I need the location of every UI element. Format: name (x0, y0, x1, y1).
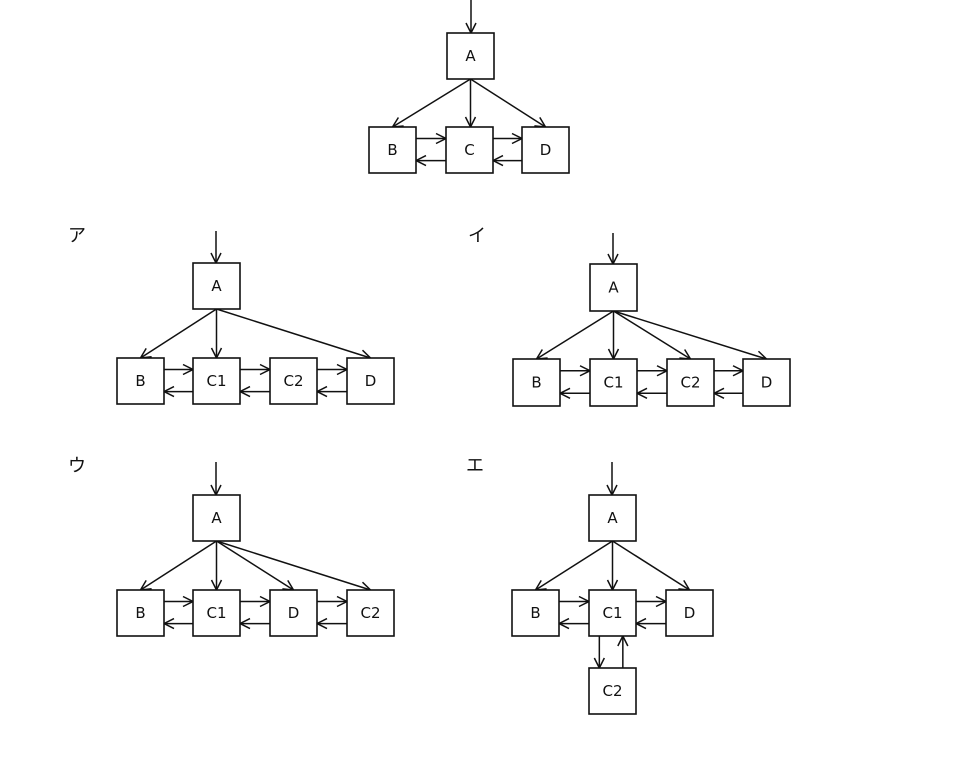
node-box-i-d (742, 358, 791, 407)
node-box-i-c1 (589, 358, 638, 407)
node-box-u-b (116, 589, 165, 637)
node-label-u-c2: C2 (360, 604, 380, 622)
option-label-a: ア (68, 226, 86, 247)
node-label-top-b: B (387, 141, 397, 159)
edge-i-a-b (537, 310, 614, 359)
node-label-top-d: D (540, 141, 552, 159)
node-box-top-d (521, 126, 570, 174)
option-label-i: イ (468, 226, 486, 247)
node-box-a-a (192, 262, 241, 310)
edge-a-a-d (216, 308, 371, 358)
node-label-i-b: B (531, 374, 541, 392)
node-box-i-c2 (666, 358, 715, 407)
node-box-e-c2 (588, 667, 637, 715)
node-label-e-c2: C2 (602, 682, 622, 700)
node-label-e-d: D (684, 604, 696, 622)
node-box-a-c1 (192, 357, 241, 405)
node-label-u-c1: C1 (206, 604, 226, 622)
node-box-a-d (346, 357, 395, 405)
edge-u-a-d (216, 540, 294, 590)
node-label-u-d: D (288, 604, 300, 622)
node-label-top-c: C (464, 141, 474, 159)
node-box-e-a (588, 494, 637, 542)
edge-e-a-d (612, 540, 690, 590)
diagram-u: A B C1 D C2 (116, 494, 395, 637)
node-box-a-b (116, 357, 165, 405)
option-label-e: エ (466, 456, 484, 477)
node-label-i-a: A (608, 279, 619, 297)
node-box-e-c1 (588, 589, 637, 637)
node-label-i-c2: C2 (680, 374, 700, 392)
node-box-top-b (368, 126, 417, 174)
edge-i-a-d (613, 310, 767, 359)
node-label-a-d: D (365, 372, 377, 390)
diagram-i: A B C1 C2 D (512, 263, 791, 407)
edge-a-a-b (141, 308, 217, 358)
edge-top-a-d (470, 78, 546, 127)
node-label-i-d: D (761, 374, 773, 392)
node-box-e-d (665, 589, 714, 637)
node-label-a-c1: C1 (206, 372, 226, 390)
edge-top-a-b (393, 78, 471, 127)
node-box-top-c (445, 126, 494, 174)
edge-u-a-c2 (216, 540, 371, 590)
node-box-u-d (269, 589, 318, 637)
node-label-e-c1: C1 (602, 604, 622, 622)
diagram-e: A B C1 D C2 (511, 494, 714, 715)
node-box-u-c1 (192, 589, 241, 637)
edge-e-a-b (536, 540, 613, 590)
node-label-e-b: B (530, 604, 540, 622)
diagram-a: A B C1 C2 D (116, 262, 395, 405)
node-box-i-a (589, 263, 638, 312)
option-label-u: ウ (68, 456, 86, 477)
node-box-u-a (192, 494, 241, 542)
node-label-u-a: A (211, 509, 222, 527)
node-label-a-c2: C2 (283, 372, 303, 390)
node-box-top-a (446, 32, 495, 80)
diagram-top: A B C D (368, 32, 570, 174)
node-box-u-c2 (346, 589, 395, 637)
node-label-e-a: A (607, 509, 618, 527)
node-label-i-c1: C1 (603, 374, 623, 392)
node-box-a-c2 (269, 357, 318, 405)
node-label-a-a: A (211, 277, 222, 295)
edge-i-a-c2 (613, 310, 691, 359)
node-label-a-b: B (135, 372, 145, 390)
node-box-i-b (512, 358, 561, 407)
node-box-e-b (511, 589, 560, 637)
node-label-top-a: A (465, 47, 476, 65)
node-label-u-b: B (135, 604, 145, 622)
edge-u-a-b (141, 540, 217, 590)
